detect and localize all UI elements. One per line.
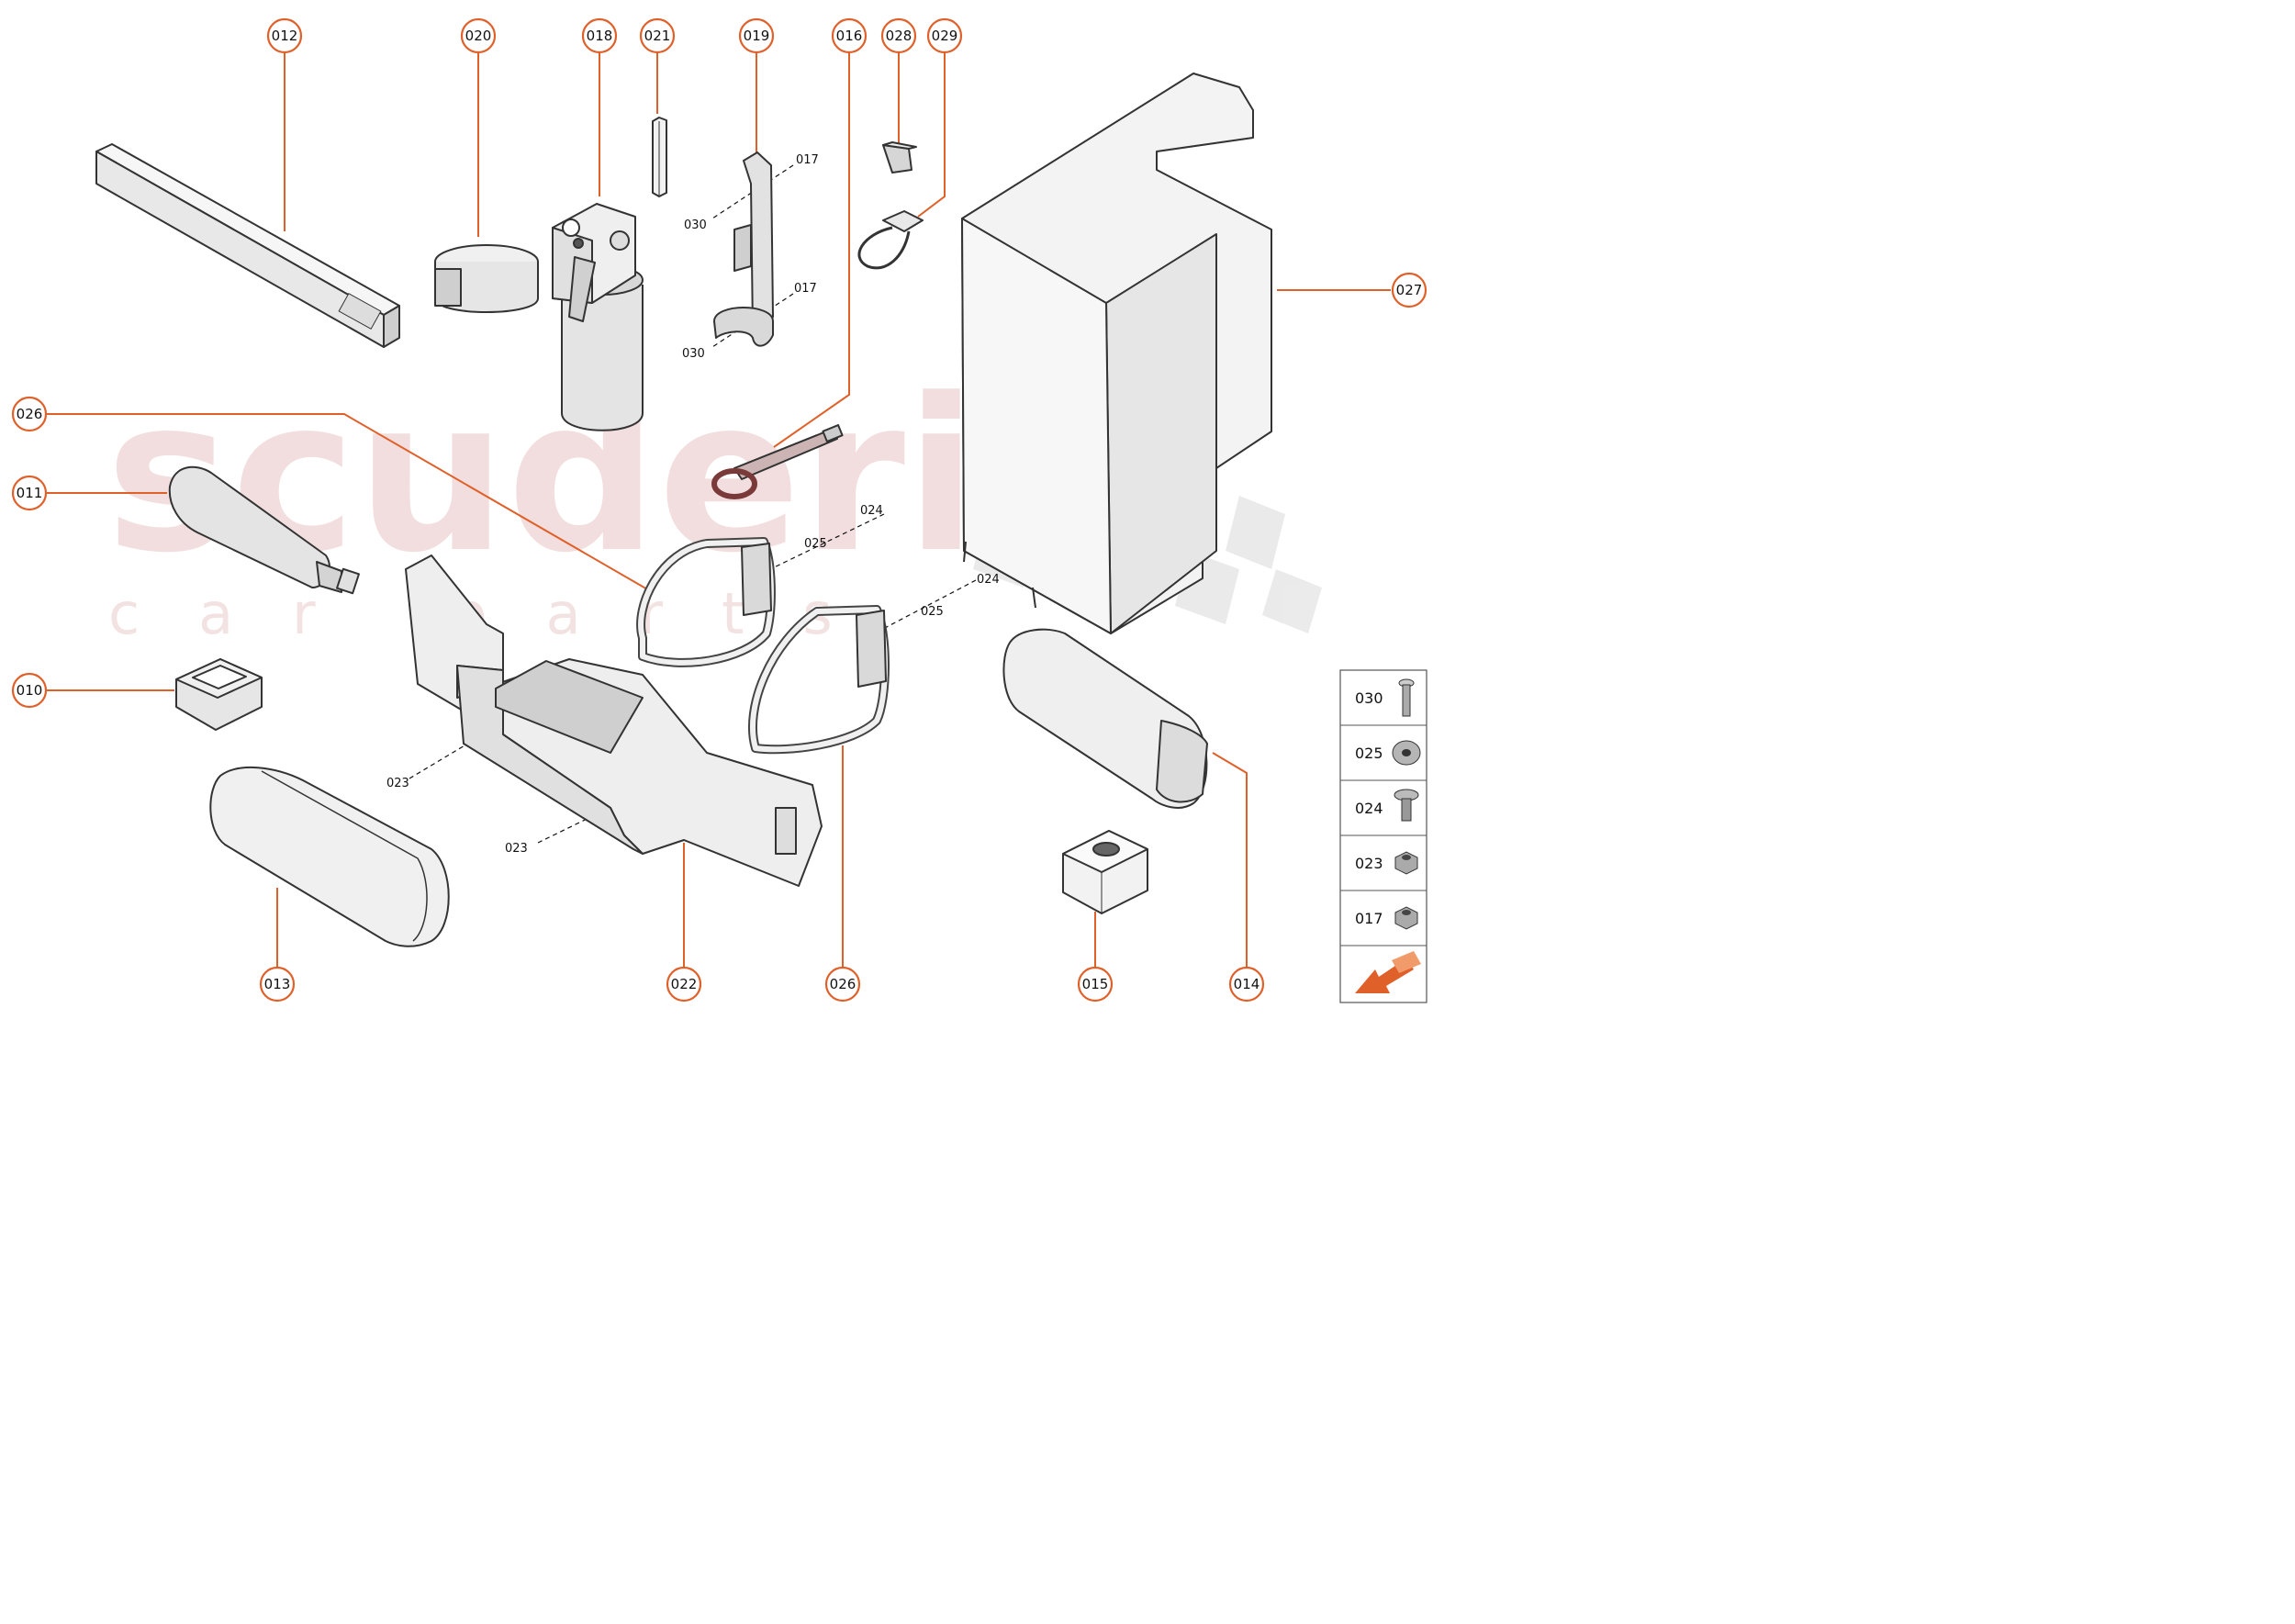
part-026-upper-strap — [636, 537, 776, 667]
callout-029: 029 — [926, 17, 963, 54]
legend-code-030: 030 — [1355, 689, 1383, 707]
nut-icon — [1394, 851, 1418, 875]
callout-027-label: 027 — [1396, 282, 1423, 298]
callout-014: 014 — [1228, 966, 1265, 1002]
callout-021-label: 021 — [644, 28, 671, 44]
callout-022: 022 — [666, 966, 702, 1002]
callout-027: 027 — [1391, 272, 1427, 308]
bolt-icon — [1398, 678, 1415, 717]
parts — [95, 73, 1272, 947]
callout-026-upper: 026 — [11, 396, 48, 432]
callout-019: 019 — [738, 17, 775, 54]
callouts: 012 020 018 021 019 016 028 029 — [11, 17, 1427, 1002]
part-014-cylinder-bag — [1002, 628, 1208, 809]
label-023-left: 023 — [386, 777, 409, 790]
washer-icon — [1392, 740, 1421, 766]
callout-021: 021 — [639, 17, 676, 54]
callout-015-label: 015 — [1082, 976, 1109, 992]
callout-014-label: 014 — [1234, 976, 1260, 992]
callout-026-upper-label: 026 — [17, 406, 43, 422]
parts-diagram: scuderia car parts — [11, 17, 1427, 1003]
callout-029-label: 029 — [932, 28, 958, 44]
part-016-tow-eye — [711, 424, 844, 499]
callout-020: 020 — [460, 17, 497, 54]
callout-013: 013 — [259, 966, 296, 1002]
label-025-lower: 025 — [921, 605, 944, 619]
label-025-upper: 025 — [804, 537, 827, 551]
callout-010-label: 010 — [17, 682, 43, 699]
fastener-legend: 030 025 024 023 — [1339, 669, 1427, 1003]
callout-012: 012 — [266, 17, 303, 54]
part-012-warning-triangle-case — [95, 143, 400, 348]
callout-028-label: 028 — [886, 28, 912, 44]
callout-018: 018 — [581, 17, 618, 54]
callout-022-label: 022 — [671, 976, 698, 992]
leader-lines — [47, 53, 1391, 967]
part-019-bracket — [713, 151, 774, 347]
legend-row-023: 023 — [1355, 851, 1418, 875]
callout-012-label: 012 — [272, 28, 298, 44]
part-011-bottle — [168, 465, 360, 595]
callout-016-label: 016 — [836, 28, 863, 44]
legend-row-030: 030 — [1355, 678, 1415, 717]
callout-010: 010 — [11, 672, 48, 709]
label-030-upper: 030 — [684, 218, 707, 232]
legend-code-017: 017 — [1355, 910, 1383, 927]
label-024-upper: 024 — [860, 504, 883, 518]
legend-row-024: 024 — [1355, 789, 1419, 822]
callout-019-label: 019 — [744, 28, 770, 44]
label-023-right: 023 — [505, 842, 528, 856]
label-017-upper: 017 — [796, 153, 819, 167]
part-020-strap — [434, 244, 539, 313]
screw-icon — [1394, 789, 1419, 822]
part-010-module — [175, 658, 263, 731]
part-015-foam-block — [1062, 830, 1148, 914]
part-026-lower-strap — [747, 605, 890, 755]
part-022-foam-tray — [405, 554, 823, 887]
part-018-fire-extinguisher — [552, 203, 644, 431]
fastener-labels: 017 030 017 030 024 025 024 025 023 023 — [386, 153, 1000, 856]
callout-016: 016 — [831, 17, 868, 54]
legend-row-017: 017 — [1355, 906, 1418, 930]
callout-026-lower-label: 026 — [830, 976, 856, 992]
callout-011-label: 011 — [17, 485, 43, 501]
label-024-lower: 024 — [977, 573, 1000, 587]
legend-code-023: 023 — [1355, 855, 1383, 872]
callout-013-label: 013 — [264, 976, 291, 992]
label-017-lower: 017 — [794, 282, 817, 296]
part-028-clip — [882, 141, 917, 174]
legend-code-024: 024 — [1355, 800, 1383, 817]
part-021-bar — [652, 117, 667, 197]
nut-icon — [1394, 906, 1418, 930]
part-027-luggage-cover — [961, 73, 1272, 634]
part-013-soft-bag — [209, 766, 450, 947]
callout-026-lower: 026 — [824, 966, 861, 1002]
label-030-lower: 030 — [682, 347, 705, 361]
legend-code-025: 025 — [1355, 745, 1383, 762]
callout-020-label: 020 — [465, 28, 492, 44]
part-029-lanyard — [857, 210, 924, 270]
legend-row-025: 025 — [1355, 740, 1421, 766]
callout-015: 015 — [1077, 966, 1114, 1002]
direction-arrow-icon — [1355, 951, 1421, 993]
callout-018-label: 018 — [587, 28, 613, 44]
callout-011: 011 — [11, 475, 48, 511]
callout-028: 028 — [880, 17, 917, 54]
